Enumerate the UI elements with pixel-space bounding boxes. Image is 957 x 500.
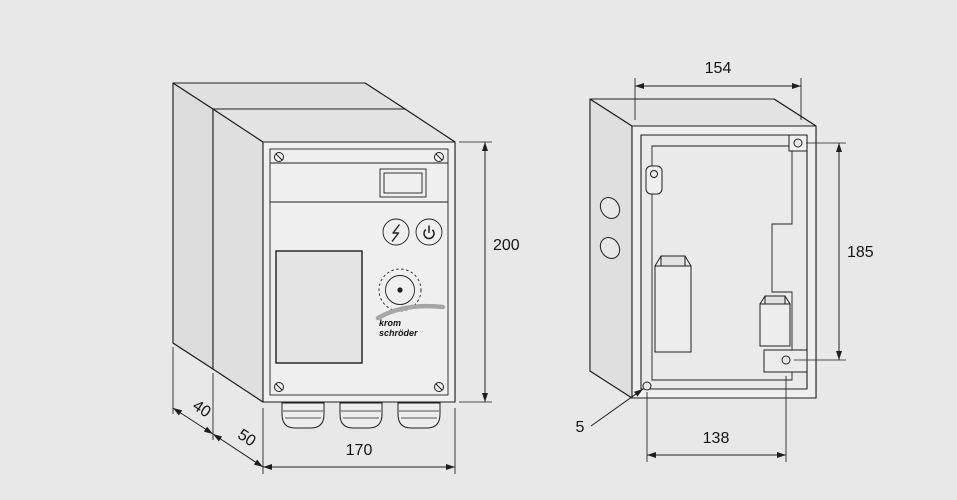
dim-hole-5: 5	[576, 388, 644, 436]
mounting-hole-top-right	[793, 138, 803, 148]
housing-side-face	[212, 108, 264, 403]
reset-button	[382, 218, 410, 246]
dim-width-154: 154	[634, 60, 802, 120]
screw-icon	[274, 152, 284, 162]
interior-contour	[651, 145, 793, 381]
mounting-hole-bottom-right	[781, 355, 791, 365]
logo-swoosh	[375, 303, 446, 321]
reset-lightning-icon	[391, 224, 401, 242]
brand-logo: krom schröder	[375, 303, 446, 338]
knob-center-dot	[397, 287, 403, 293]
dim-label-138: 138	[703, 430, 730, 447]
cable-glands	[281, 402, 441, 429]
dim-label-5: 5	[576, 419, 585, 436]
power-icon	[423, 225, 435, 240]
logo-line2: schröder	[379, 328, 418, 338]
dim-label-170: 170	[346, 442, 373, 459]
dim-label-200: 200	[493, 237, 520, 254]
enclosure-rear-view: 154 185 138 5	[576, 60, 874, 462]
screw-icon	[434, 382, 444, 392]
mounting-tab-top-left	[645, 165, 663, 195]
control-knob	[378, 268, 422, 312]
device-front-view: krom schröder 200	[172, 82, 520, 474]
back-panel-side-face	[172, 82, 214, 370]
cable-gland	[397, 402, 441, 429]
dim-label-50: 50	[234, 426, 258, 450]
front-panel-border	[269, 148, 449, 396]
mounting-tab-top-right	[788, 134, 808, 152]
screw-icon	[434, 152, 444, 162]
cable-gland	[281, 402, 325, 429]
cable-channel-right	[759, 295, 791, 347]
display-window	[383, 172, 423, 194]
knockout-circle	[599, 197, 621, 219]
dim-spacing-138: 138	[646, 376, 787, 462]
front-panel-details: krom schröder	[269, 148, 449, 396]
mounting-hole-top-left	[650, 170, 658, 178]
power-button	[415, 218, 443, 246]
dim-label-40: 40	[189, 397, 213, 421]
corner-screws	[274, 152, 444, 392]
dim-height-185: 185	[794, 142, 874, 361]
side-knockouts	[599, 197, 621, 259]
interior-features	[642, 134, 808, 391]
front-label-area	[275, 250, 363, 364]
screw-icon	[274, 382, 284, 392]
mounting-hole-bottom-left	[642, 381, 652, 391]
dim-label-154: 154	[705, 60, 732, 77]
dim-label-185: 185	[847, 244, 874, 261]
logo-line1: krom	[379, 318, 401, 328]
dim-width-170: 170	[262, 408, 456, 474]
lcd-display	[379, 168, 427, 198]
knockout-circle	[599, 237, 621, 259]
cable-channel-left	[654, 255, 692, 353]
back-panel-top-face	[172, 82, 406, 110]
cable-gland	[339, 402, 383, 429]
terminal-platform	[763, 349, 808, 373]
dim-height-200: 200	[459, 141, 520, 403]
